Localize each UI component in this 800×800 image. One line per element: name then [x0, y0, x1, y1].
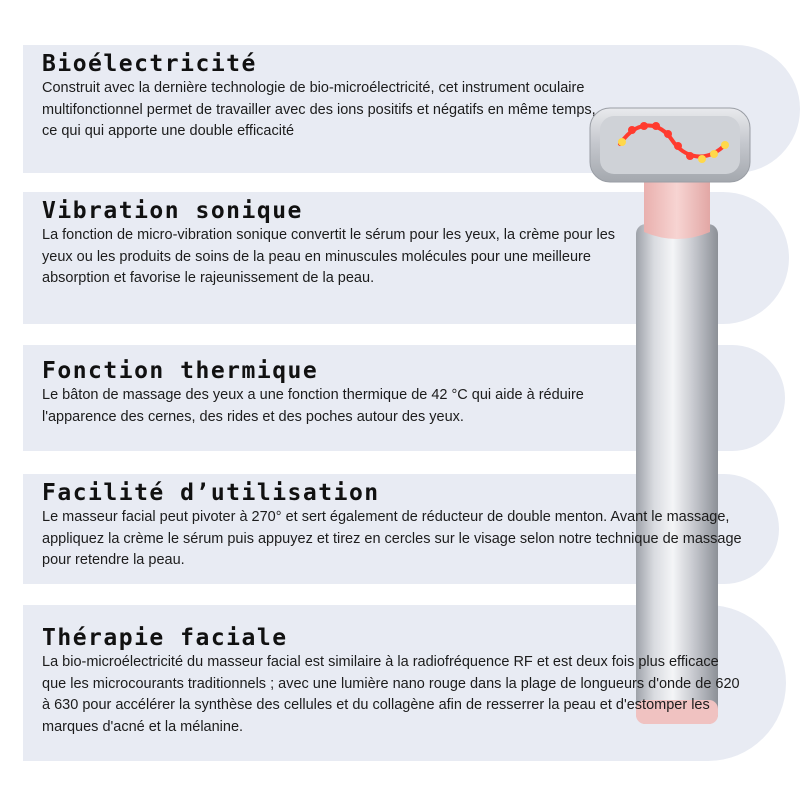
section-title: Vibration sonique [42, 198, 303, 224]
section-ease-of-use: Facilité d’utilisation Le masseur facial… [42, 479, 742, 572]
section-facial-therapy: Thérapie faciale La bio-microélectricité… [42, 624, 742, 738]
section-title: Fonction thermique [42, 358, 319, 384]
section-title: Bioélectricité [42, 51, 257, 77]
section-bioelectricity: Bioélectricité Construit avec la dernièr… [42, 50, 602, 143]
facial-massager-image [589, 107, 751, 724]
section-thermal-function: Fonction thermique Le bâton de massage d… [42, 357, 642, 428]
section-text: La bio-microélectricité du masseur facia… [42, 654, 740, 735]
section-title: Thérapie faciale [42, 625, 288, 651]
section-text: La fonction de micro-vibration sonique c… [42, 227, 616, 286]
section-text: Le masseur facial peut pivoter à 270° et… [42, 509, 742, 568]
section-sonic-vibration: Vibration sonique La fonction de micro-v… [42, 197, 642, 290]
section-title: Facilité d’utilisation [42, 480, 380, 506]
section-text: Le bâton de massage des yeux a une fonct… [42, 387, 584, 425]
section-text: Construit avec la dernière technologie d… [42, 80, 596, 139]
